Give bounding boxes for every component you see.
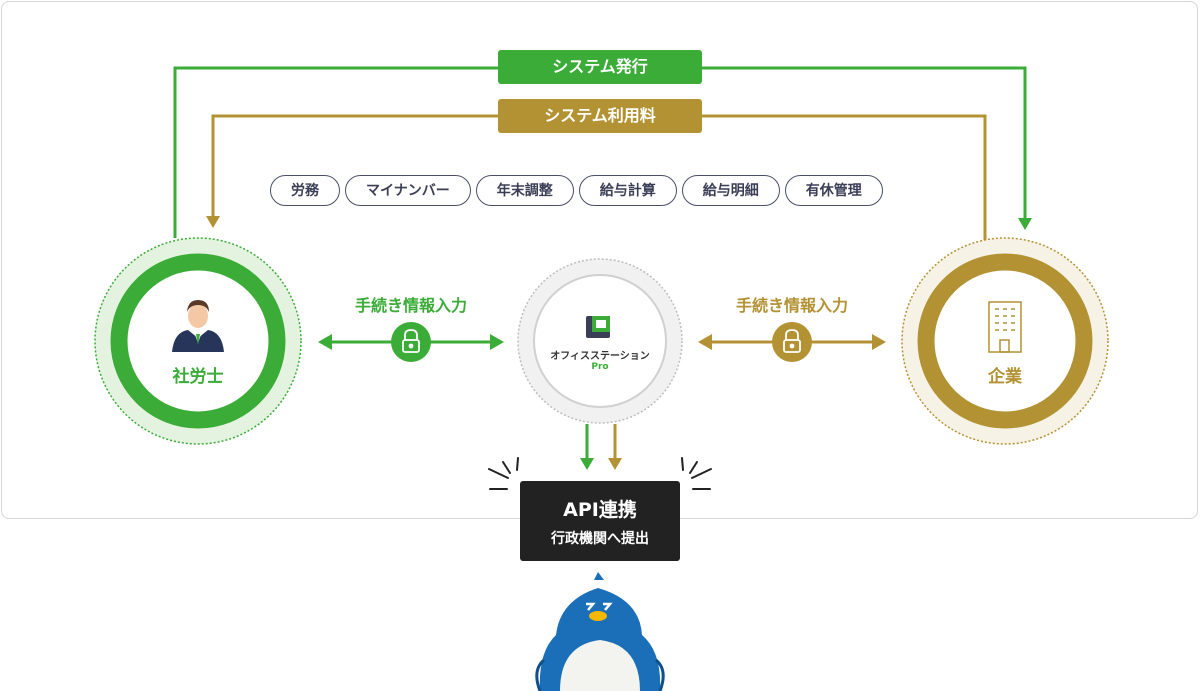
left-double-arrow bbox=[318, 322, 504, 362]
system-issue-line bbox=[173, 66, 1027, 238]
right-lock-circle bbox=[772, 322, 812, 362]
right-flow-label: 手続き情報入力 bbox=[735, 296, 848, 315]
service-pill-mynumber: マイナンバー bbox=[345, 175, 471, 206]
system-fee-arrowhead bbox=[206, 216, 220, 228]
person-icon bbox=[172, 300, 224, 352]
api-box: API連携 行政機関へ提出 bbox=[520, 481, 680, 561]
service-pill-leave: 有休管理 bbox=[784, 175, 883, 206]
api-subtitle: 行政機関へ提出 bbox=[551, 531, 649, 547]
service-pill-labor: 労務 bbox=[270, 175, 340, 206]
center-product-name: オフィスステーション bbox=[550, 351, 650, 362]
system-issue-label: システム発行 bbox=[498, 50, 702, 84]
left-node-label: 社労士 bbox=[172, 367, 224, 387]
center-node-ring bbox=[533, 274, 667, 408]
right-double-arrow bbox=[698, 322, 886, 362]
lock-icon bbox=[402, 329, 420, 353]
system-fee-label: システム利用料 bbox=[498, 99, 702, 133]
emphasis-lines bbox=[488, 457, 712, 490]
left-flow-label: 手続き情報入力 bbox=[354, 296, 467, 315]
api-title: API連携 bbox=[563, 499, 637, 521]
left-lock-circle bbox=[391, 322, 431, 362]
service-pill-year-end: 年末調整 bbox=[475, 175, 574, 206]
penguin-mascot-icon bbox=[535, 572, 665, 691]
center-product-edition: Pro bbox=[591, 362, 609, 372]
building-icon bbox=[988, 301, 1022, 353]
right-node-ring bbox=[917, 253, 1093, 429]
office-station-logo-icon bbox=[586, 316, 610, 338]
service-pill-payroll: 給与計算 bbox=[578, 175, 677, 206]
system-issue-arrowhead bbox=[1018, 218, 1032, 230]
lock-icon bbox=[783, 329, 801, 353]
service-pill-payslip: 給与明細 bbox=[681, 175, 780, 206]
service-pills: 労務 マイナンバー 年末調整 給与計算 給与明細 有休管理 bbox=[270, 175, 883, 206]
right-node-label: 企業 bbox=[988, 367, 1022, 387]
